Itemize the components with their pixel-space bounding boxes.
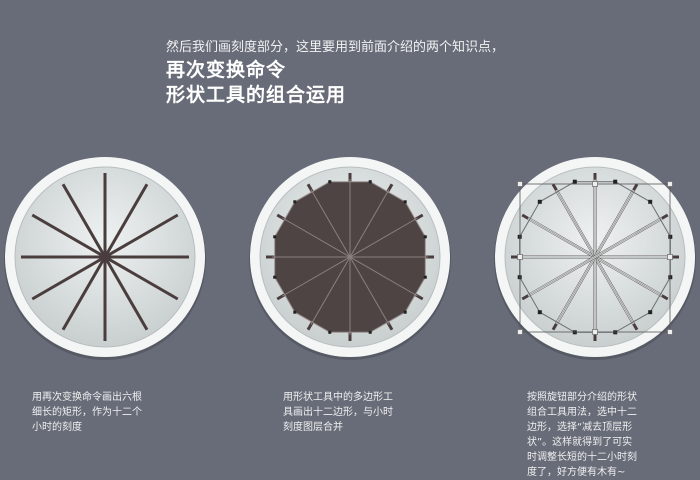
- anchor-point: [537, 199, 542, 204]
- step-2-caption: 用形状工具中的多边形工具画出十二边形，与小时刻度图层合并: [283, 392, 393, 433]
- transform-handle: [517, 254, 523, 260]
- anchor-point: [423, 235, 427, 239]
- anchor-point: [293, 310, 297, 314]
- anchor-point: [648, 199, 653, 204]
- point-1-heading: 再次变换命令: [166, 59, 287, 81]
- transform-handle: [517, 329, 523, 335]
- dial-illustrations: [4, 157, 696, 360]
- transform-handle: [667, 254, 673, 260]
- anchor-point: [328, 180, 332, 184]
- anchor-point: [273, 235, 277, 239]
- step-1-caption: 用再次变换命令画出六根细长的矩形，作为十二个小时的刻度: [32, 392, 142, 433]
- anchor-point: [423, 275, 427, 279]
- anchor-point: [293, 200, 297, 204]
- transform-handle: [667, 329, 673, 335]
- anchor-point: [368, 330, 372, 334]
- anchor-point: [273, 275, 277, 279]
- anchor-point: [403, 310, 407, 314]
- anchor-point: [368, 180, 372, 184]
- transform-handle: [667, 181, 673, 187]
- anchor-point: [403, 200, 407, 204]
- anchor-point: [537, 310, 542, 315]
- transform-handle: [592, 329, 598, 335]
- anchor-point: [572, 179, 577, 184]
- step-3-caption: 按照旋钮部分介绍的形状组合工具用法，选中十二边形，选择“减去顶层形状”。这样就得…: [527, 392, 637, 478]
- anchor-point: [613, 179, 618, 184]
- transform-handle: [517, 181, 523, 187]
- transform-handle: [592, 181, 598, 187]
- anchor-point: [648, 310, 653, 315]
- anchor-point: [328, 330, 332, 334]
- point-2-heading: 形状工具的组合运用: [166, 84, 347, 106]
- tick-outline: [282, 217, 418, 297]
- intro-text: 然后我们画刻度部分，这里要用到前面介绍的两个知识点，: [166, 40, 505, 55]
- hour-tick-bar: [31, 213, 179, 301]
- tick-path: [527, 218, 663, 296]
